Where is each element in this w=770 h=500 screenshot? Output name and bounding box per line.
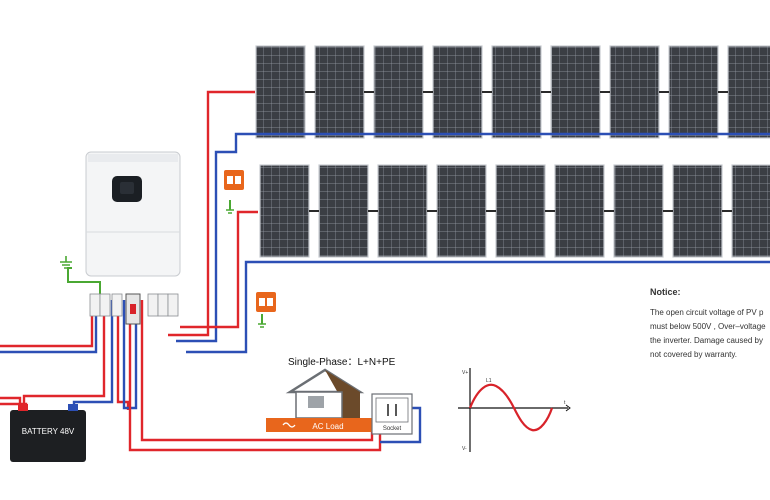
breaker-icon <box>89 293 101 317</box>
battery-icon: BATTERY 48V <box>10 404 86 462</box>
solar-panel-icon <box>672 164 723 258</box>
solar-panel-icon <box>613 164 664 258</box>
ac-load-bar: AC Load <box>266 418 378 432</box>
surge-protector-icon <box>256 292 276 328</box>
solar-panel-icon <box>373 45 424 139</box>
breaker-icon <box>147 293 159 317</box>
breaker-icon <box>99 293 111 317</box>
breaker-icon <box>157 293 169 317</box>
notice-line: must below 500V , Over–voltage <box>650 322 766 331</box>
notice-title: Notice: <box>650 287 681 297</box>
battery-label: BATTERY 48V <box>22 427 75 436</box>
load-title: Single-Phase：L+N+PE <box>288 357 396 368</box>
socket-label: Socket <box>383 426 402 432</box>
breaker-icon <box>111 293 123 317</box>
wave-top-label: V+ <box>462 370 468 376</box>
ac-load-label: AC Load <box>312 422 343 431</box>
solar-panel-icon <box>550 45 601 139</box>
solar-panel-icon <box>318 164 369 258</box>
solar-panel-icon <box>255 45 306 139</box>
surge-protector-icon <box>224 170 244 214</box>
breaker-icon <box>167 293 179 317</box>
solar-panel-icon <box>727 45 770 139</box>
solar-panel-icon <box>314 45 365 139</box>
waveform-icon: V+ V- L1 t <box>458 368 571 452</box>
solar-panel-icon <box>495 164 546 258</box>
solar-panel-icon <box>436 164 487 258</box>
breaker-switch <box>130 304 136 314</box>
wave-bottom-label: V- <box>462 446 467 452</box>
solar-panel-icon <box>259 164 310 258</box>
house-icon <box>285 368 365 419</box>
breaker-panel <box>89 293 179 325</box>
pv-array-row-1 <box>255 45 770 139</box>
notice-line: not covered by warranty. <box>650 350 738 359</box>
solar-panel-icon <box>554 164 605 258</box>
pv-array-row-2 <box>259 164 770 258</box>
notice-line: The open circuit voltage of PV p <box>650 308 764 317</box>
solar-panel-icon <box>609 45 660 139</box>
ground-icon <box>60 256 72 269</box>
solar-panel-icon <box>668 45 719 139</box>
solar-panel-icon <box>731 164 770 258</box>
solar-panel-icon <box>491 45 542 139</box>
notice-line: the inverter. Damage caused by <box>650 336 763 345</box>
solar-panel-icon <box>377 164 428 258</box>
socket-icon: Socket <box>371 393 413 435</box>
solar-panel-icon <box>432 45 483 139</box>
wave-axis-label: t <box>564 400 566 406</box>
inverter-icon <box>85 151 181 277</box>
wave-curve-label: L1 <box>486 378 492 384</box>
